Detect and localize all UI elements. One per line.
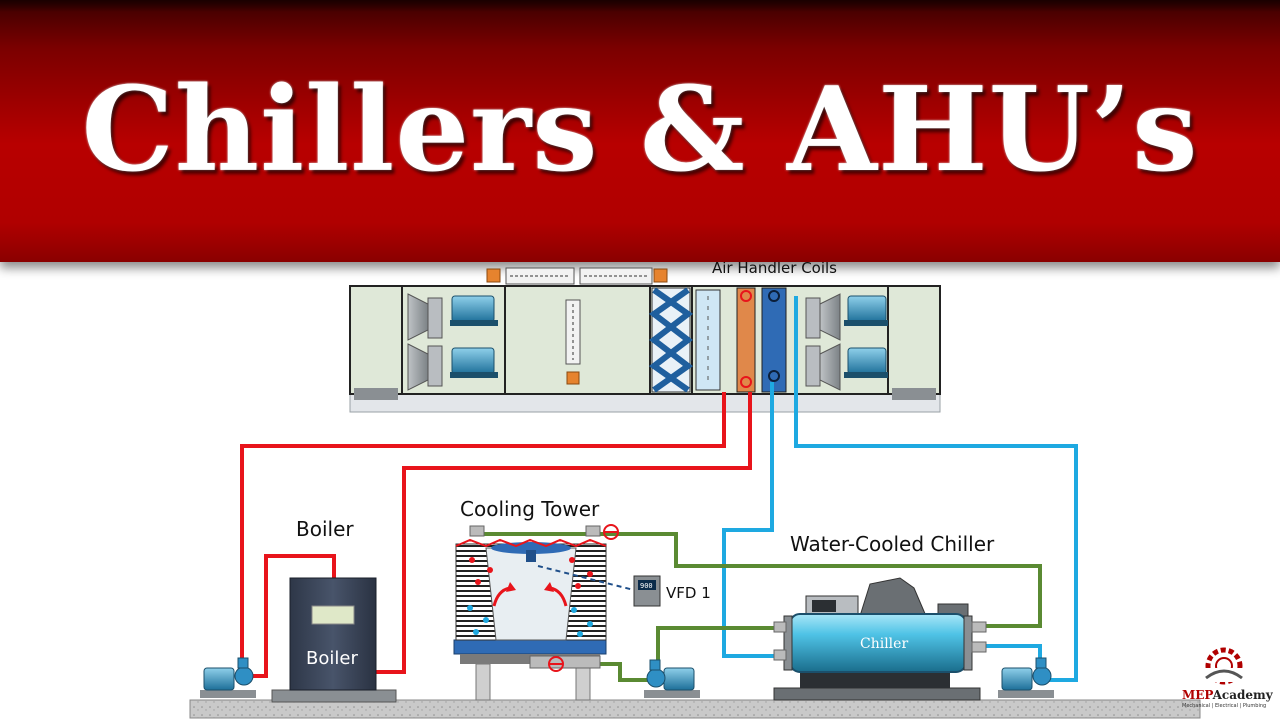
logo-wordmark: MEPAcademy [1182, 688, 1274, 702]
title-banner: Chillers & AHU’s [0, 0, 1280, 262]
mixing-damper [565, 299, 581, 365]
ahu-foot-right [892, 388, 936, 400]
tower-basin [453, 639, 607, 655]
tower-leg [475, 663, 491, 701]
mep-academy-logo-icon [1198, 647, 1250, 685]
damper-actuator-icon [566, 371, 580, 385]
chilled-water-coil-connection-icon [768, 290, 780, 302]
ahu-base [349, 393, 941, 413]
cooling-tower-label: Cooling Tower [460, 497, 600, 521]
chilled-water-coil-connection-icon [768, 370, 780, 382]
condenser-water-piping [478, 532, 1042, 682]
boiler-display [311, 605, 355, 625]
water-cooled-chiller-label: Water-Cooled Chiller [790, 532, 995, 556]
banner-top-shade [0, 0, 1280, 12]
chiller-compressor [859, 577, 927, 617]
condenser-water-pump [644, 659, 700, 698]
air-handler-coils-label: Air Handler Coils [712, 262, 837, 277]
floor-slab [189, 699, 1201, 719]
cooling-tower: Cooling Tower [453, 497, 619, 701]
heating-coil [736, 287, 756, 393]
hvac-system-diagram: Air Handler Coils [189, 262, 1250, 719]
cooling-coil [761, 287, 787, 393]
hot-water-pump [200, 657, 256, 698]
hot-water-coil-connection-icon [740, 290, 752, 302]
ahu-casing [349, 285, 941, 395]
vfd-display: 900 [640, 582, 653, 590]
logo-tagline: Mechanical | Electrical | Plumbing [1182, 703, 1267, 709]
logo-brand-academy: Academy [1212, 688, 1273, 702]
damper-actuator-icon [486, 268, 501, 283]
page-title: Chillers & AHU’s [81, 62, 1199, 198]
return-fan-lower [407, 343, 498, 391]
boiler-unit-label: Boiler [306, 648, 358, 669]
chiller-unit-label: Chiller [860, 636, 908, 652]
boiler-label: Boiler [296, 517, 354, 541]
ahu-foot-left [354, 388, 398, 400]
boiler-body [289, 577, 377, 691]
chilled-water-pump [998, 657, 1054, 698]
supply-fan-lower [805, 343, 888, 391]
filter-bank [648, 287, 694, 393]
logo-brand-mep: MEP [1182, 688, 1213, 702]
hot-water-coil-connection-icon [740, 376, 752, 388]
vfd-panel: 900 VFD 1 [537, 565, 711, 607]
boiler: Boiler Boiler [271, 517, 397, 703]
supply-fan-upper [805, 293, 888, 341]
tower-leg [575, 663, 591, 701]
chilled-water-piping [722, 296, 1078, 682]
hot-water-piping [240, 392, 752, 678]
return-fan-upper [407, 293, 498, 341]
water-cooled-chiller: Chiller Water-Cooled Chiller [773, 532, 995, 701]
air-handling-unit: Air Handler Coils [349, 262, 941, 413]
vfd-label: VFD 1 [666, 584, 711, 602]
damper-actuator-icon [653, 268, 668, 283]
